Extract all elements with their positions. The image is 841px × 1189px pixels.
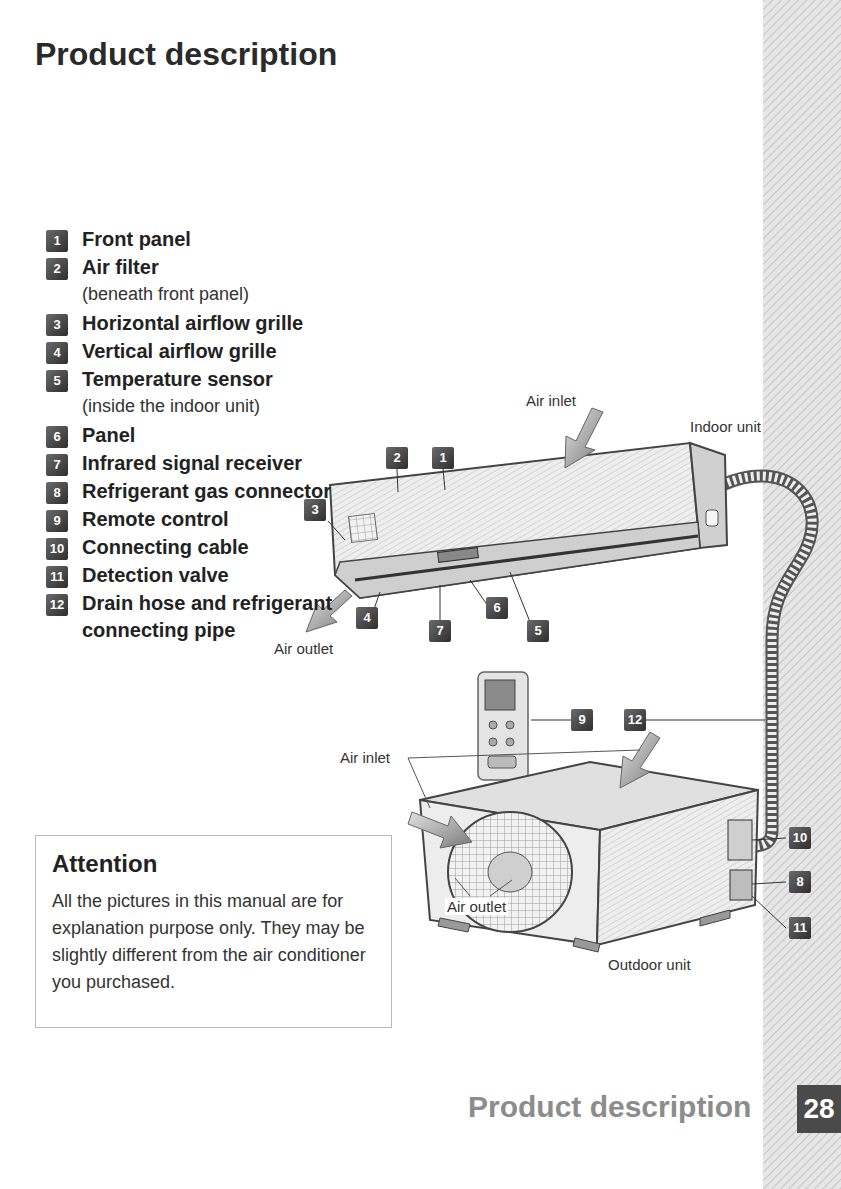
part-name: Refrigerant gas connector xyxy=(82,480,331,503)
outdoor-unit xyxy=(420,762,758,952)
callout-number: 4 xyxy=(46,342,68,364)
part-name: Infrared signal receiver xyxy=(82,452,302,475)
unit-label: Outdoor unit xyxy=(606,956,693,973)
part-note: (inside the indoor unit) xyxy=(82,396,260,417)
air-inlet-arrow xyxy=(408,812,472,848)
callout-number: 8 xyxy=(789,871,811,893)
callout-number: 12 xyxy=(624,709,646,731)
part-name: Detection valve xyxy=(82,564,229,587)
callout-number: 11 xyxy=(789,917,811,939)
callout-number: 8 xyxy=(46,482,68,504)
leader-line xyxy=(408,750,640,758)
page-title: Product description xyxy=(35,36,337,73)
callout-number: 7 xyxy=(429,620,451,642)
unit-label: Indoor unit xyxy=(688,418,763,435)
callout-number: 9 xyxy=(46,510,68,532)
part-name: Horizontal airflow grille xyxy=(82,312,303,335)
air-label: Air inlet xyxy=(524,392,578,409)
leader-line xyxy=(490,880,512,896)
air-label: Air outlet xyxy=(272,640,335,657)
part-note: (beneath front panel) xyxy=(82,284,249,305)
part-name: Front panel xyxy=(82,228,191,251)
part-name: Connecting cable xyxy=(82,536,249,559)
note-body: All the pictures in this manual are for … xyxy=(52,888,377,996)
callout-number: 4 xyxy=(356,607,378,629)
part-name: Air filter xyxy=(82,256,159,279)
part-name: Panel xyxy=(82,424,135,447)
part-name: Drain hose and refrigerant connecting pi… xyxy=(82,590,350,644)
callout-number: 5 xyxy=(46,370,68,392)
callout-number: 5 xyxy=(527,620,549,642)
callout-number: 6 xyxy=(46,426,68,448)
callout-number: 2 xyxy=(386,447,408,469)
air-label: Air inlet xyxy=(338,749,392,766)
leader-line xyxy=(455,878,470,896)
air-inlet-arrow xyxy=(620,732,660,788)
callout-number: 6 xyxy=(486,597,508,619)
remote-control xyxy=(478,672,528,780)
page-number: 28 xyxy=(797,1085,841,1133)
indoor-unit xyxy=(330,443,727,598)
part-name: Temperature sensor xyxy=(82,368,273,391)
air-inlet-arrow xyxy=(565,408,603,468)
leader-line xyxy=(408,758,430,808)
attention-box: AttentionAll the pictures in this manual… xyxy=(35,835,392,1028)
part-name: Remote control xyxy=(82,508,229,531)
callout-number: 10 xyxy=(46,538,68,560)
leader-lines xyxy=(328,469,786,928)
callout-number: 12 xyxy=(46,594,68,616)
callout-number: 1 xyxy=(432,447,454,469)
part-name: Vertical airflow grille xyxy=(82,340,277,363)
callout-number: 10 xyxy=(789,827,811,849)
callout-number: 7 xyxy=(46,454,68,476)
callout-number: 11 xyxy=(46,566,68,588)
air-label: Air outlet xyxy=(445,898,508,915)
callout-number: 3 xyxy=(304,499,326,521)
callout-number: 2 xyxy=(46,258,68,280)
callout-number: 1 xyxy=(46,230,68,252)
callout-number: 3 xyxy=(46,314,68,336)
callout-number: 9 xyxy=(571,709,593,731)
note-heading: Attention xyxy=(52,850,377,878)
footer-title: Product description xyxy=(468,1090,751,1124)
